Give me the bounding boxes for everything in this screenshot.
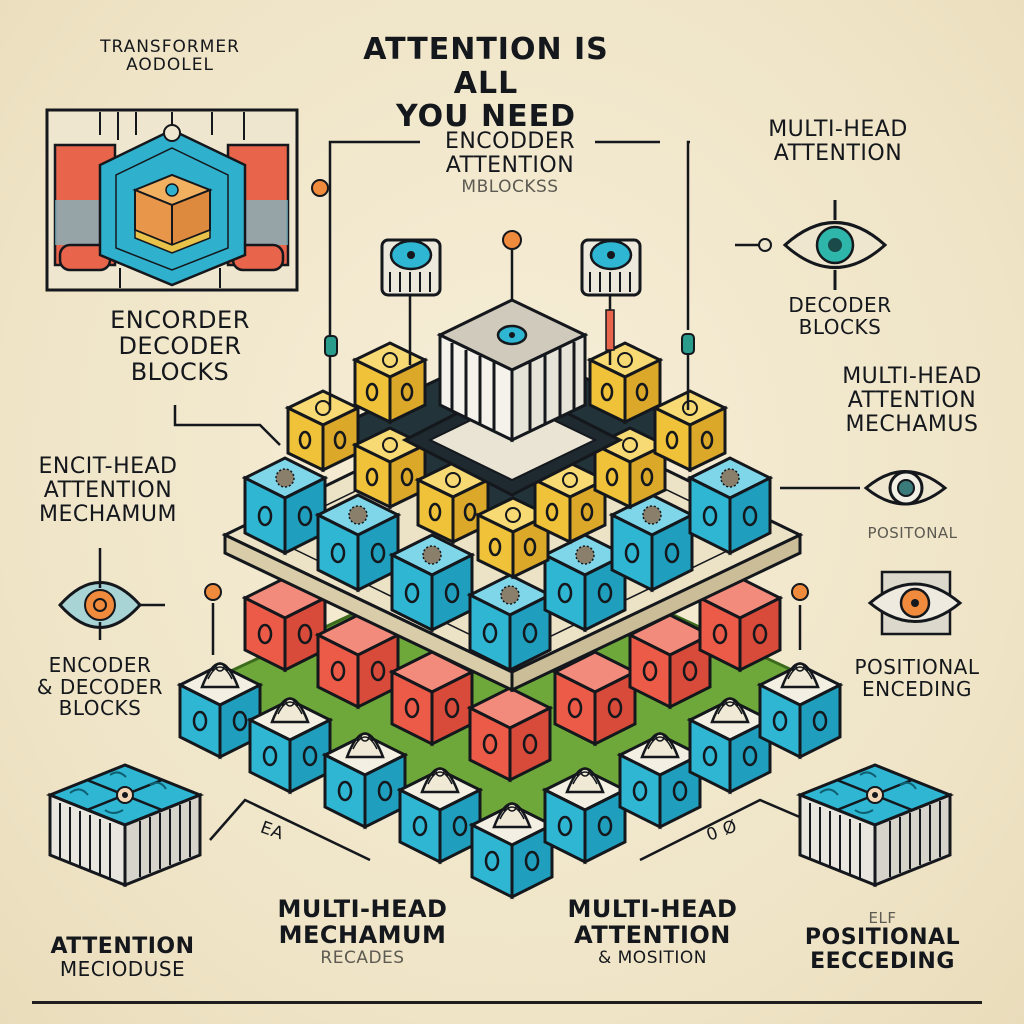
encoder-decoder-blocks-label: ENCORDER DECODER BLOCKS [80,306,280,386]
label-subline: MECIODUSE [59,956,186,981]
label-line: BLOCKS [130,357,230,386]
label-line: ENCORDER [110,306,250,334]
transformer-model-label: TRANSFORMER AODOLEL [55,38,285,75]
eye-icon [782,200,888,290]
label-line: MECHAMUM [39,501,177,527]
label-line: TRANSFORMER [100,37,240,57]
encoder-attention-label: ENCODDER ATTENTION MBLOCKSS [415,130,605,196]
label-line: POSITIONAL [804,925,961,951]
label-line: MULTI-HEAD [842,364,982,389]
page-title: ATTENTION IS ALL YOU NEED [328,33,644,134]
cube-pyramid-illustration [178,238,842,899]
eye-icon [863,470,948,506]
chip-block-icon [48,763,202,887]
label-line: ENCIT-HEAD [38,454,178,479]
label-line: DECODER [118,331,242,360]
multi-head-attention-label: MULTI-HEAD ATTENTION [728,118,948,166]
label-subline: RECADES [320,947,405,968]
multi-head-attention-position-label: MULTI-HEAD ATTENTION & MOSITION [545,895,760,968]
label-line: BLOCKS [798,314,882,339]
label-line: DECODER [788,293,892,317]
transformer-model-icon [45,108,299,292]
connector-lines [140,140,860,862]
label-subline: & MOSITION [597,947,707,968]
label-preline: ELF [868,909,897,927]
label-line: AODOLEL [126,55,214,76]
label-line: MULTI-HEAD [277,895,448,923]
eye-icon [57,548,143,640]
label-line: MULTI-HEAD [567,895,738,923]
label-subline: MBLOCKSS [461,176,559,197]
label-line: POSITIONAL [854,655,980,679]
label-line: ATTENTION [43,477,173,503]
chip-block-icon [798,763,952,887]
label-line: MULTI-HEAD [768,117,908,142]
encoder-decoder-blocks-label-2: ENCODER & DECODER BLOCKS [30,653,170,721]
multi-head-attention-mechanism-label: MULTI-HEAD ATTENTION MECHAMUS [812,365,1012,436]
label-line: ATTENTION [773,140,903,166]
positional-small-label: POSITONAL [867,524,958,542]
multi-head-mechanism-label: MULTI-HEAD MECHAMUM RECADES [255,895,470,968]
attention-bottom-label: ATTENTION MECIODUSE [35,935,210,980]
self-positional-encoding-label: ELF POSITIONAL EECCEDING [790,910,975,974]
label-line: & DECODER [36,674,164,699]
label-line: ATTENTION [445,152,575,178]
label-line: BLOCKS [58,696,142,721]
encoder-head-attention-label: ENCIT-HEAD ATTENTION MECHAMUM [18,455,198,526]
title-line-2: YOU NEED [396,99,576,135]
title-line-1: ATTENTION IS ALL [363,32,609,101]
label-line: EECCEDING [810,948,955,974]
label-line: ATTENTION [847,387,977,413]
label-line: ENCODER [48,653,152,677]
label-line: ENCEDING [862,676,972,701]
label-line: MECHAMUS [845,411,979,437]
label-line: ATTENTION [574,920,731,949]
connector-nodes [204,179,809,601]
label-line: ENCODDER [444,129,576,154]
label-line: MECHAMUM [278,920,447,949]
positional-encoding-label: POSITIONAL ENCEDING [842,655,992,701]
eye-icon [867,570,963,636]
decoder-blocks-label: DECODER BLOCKS [770,293,910,339]
label-line: ATTENTION [50,934,195,959]
footer-divider [32,1001,982,1004]
